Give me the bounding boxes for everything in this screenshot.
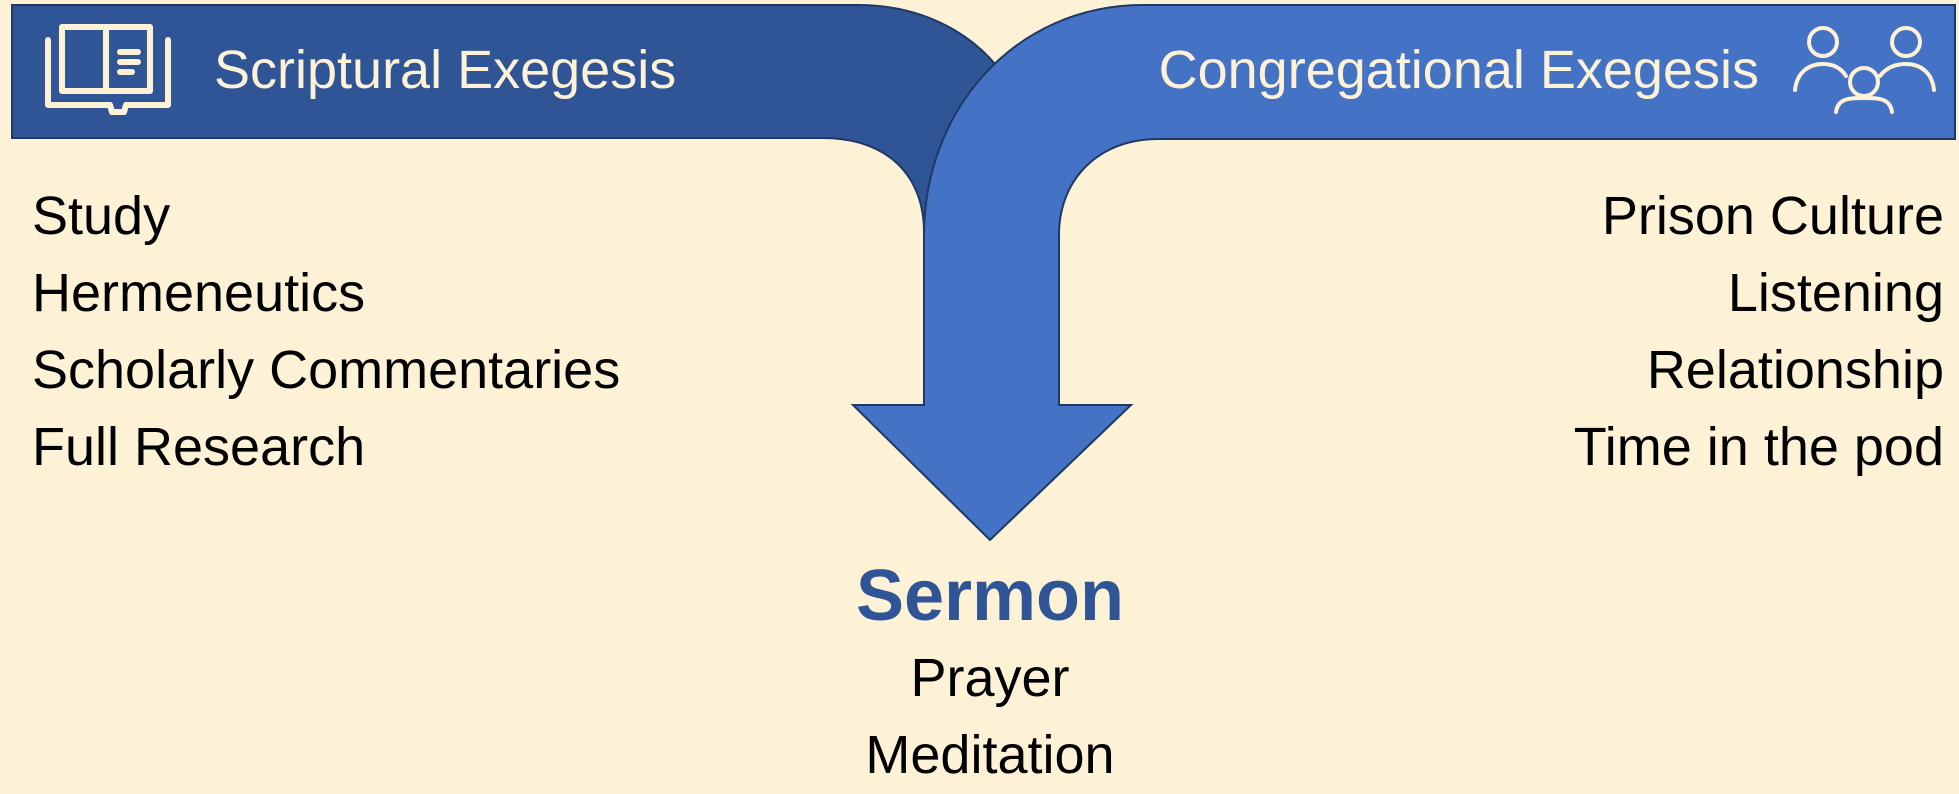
scriptural-exegesis-list: Study Hermeneutics Scholarly Commentarie…	[32, 178, 620, 486]
people-group-icon	[1793, 26, 1936, 114]
open-book-icon	[45, 24, 171, 115]
list-item: Time in the pod	[1573, 417, 1944, 477]
right-band-arrow	[850, 4, 1956, 542]
sermon-sub-item: Meditation	[865, 725, 1115, 785]
list-item: Scholarly Commentaries	[32, 340, 621, 400]
list-item: Relationship	[1646, 340, 1944, 400]
list-item: Prison Culture	[1601, 186, 1944, 246]
congregational-exegesis-list: Prison Culture Listening Relationship Ti…	[1574, 178, 1944, 486]
sermon-sub-item: Prayer	[910, 648, 1070, 708]
list-item: Hermeneutics	[32, 263, 366, 323]
list-item: Study	[32, 186, 171, 246]
scriptural-exegesis-title: Scriptural Exegesis	[214, 40, 677, 100]
list-item: Full Research	[32, 417, 366, 477]
congregational-exegesis-title: Congregational Exegesis	[1158, 40, 1759, 100]
sermon-block: Sermon Prayer Meditation	[790, 560, 1190, 794]
list-item: Listening	[1727, 263, 1944, 323]
sermon-title: Sermon	[855, 556, 1125, 636]
